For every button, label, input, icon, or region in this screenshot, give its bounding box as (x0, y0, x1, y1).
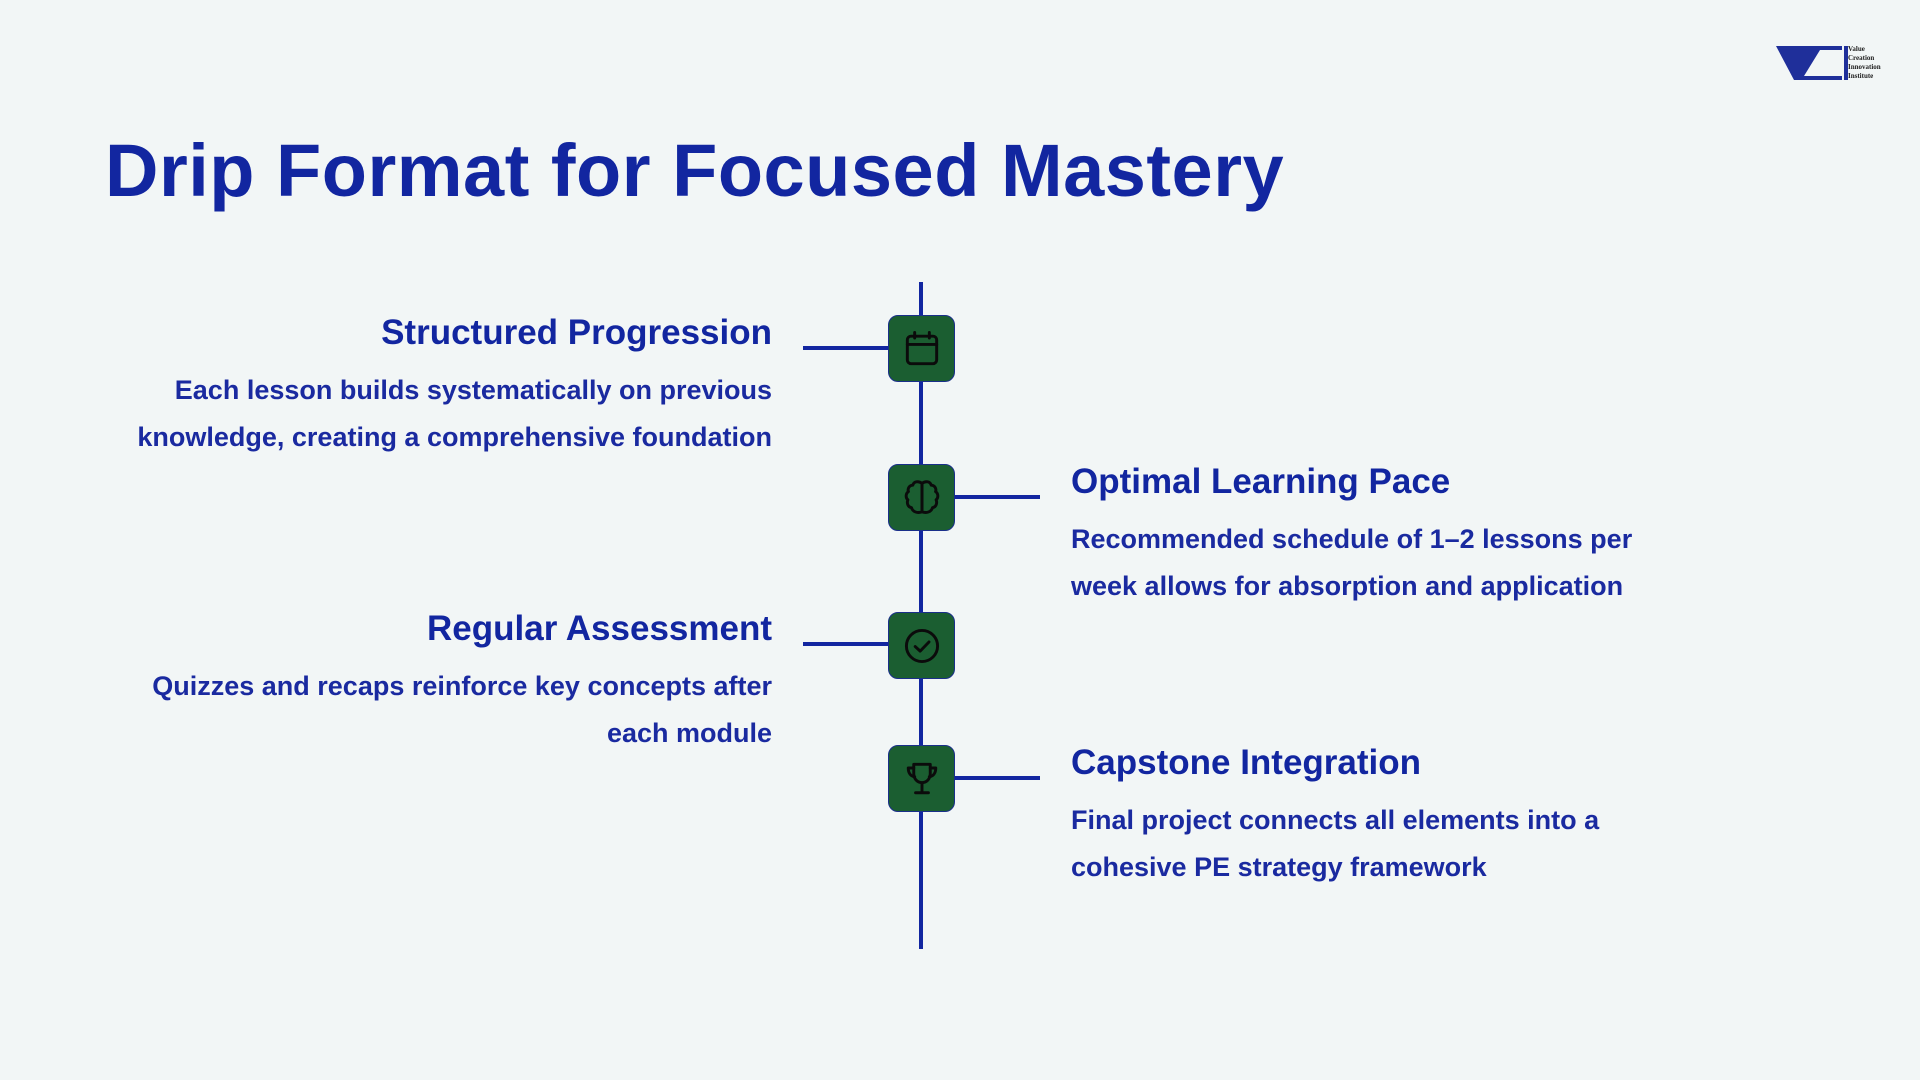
timeline-node (888, 612, 955, 679)
timeline-node (888, 315, 955, 382)
item-description: Final project connects all elements into… (1071, 805, 1600, 882)
logo-mark (1776, 46, 1848, 80)
logo-line: Value (1848, 45, 1865, 53)
item-description: Recommended schedule of 1–2 lessons per … (1071, 524, 1633, 601)
item-heading: Regular Assessment (427, 609, 772, 648)
connector-line (953, 776, 1040, 780)
connector-line (803, 642, 889, 646)
brain-icon (904, 479, 939, 514)
item-heading: Capstone Integration (1071, 743, 1422, 782)
logo-line: Institute (1848, 72, 1874, 80)
connector-line (803, 346, 889, 350)
timeline-item: Regular Assessment Quizzes and recaps re… (92, 607, 772, 757)
logo-text: Value Creation Innovation Institute (1848, 45, 1881, 81)
logo-line: Creation (1848, 54, 1875, 62)
timeline-item: Optimal Learning Pace Recommended schedu… (1071, 460, 1751, 610)
item-heading: Optimal Learning Pace (1071, 462, 1451, 501)
logo-line: Innovation (1848, 63, 1881, 71)
trophy-icon (906, 762, 937, 794)
item-heading: Structured Progression (381, 313, 772, 352)
calendar-icon (905, 330, 938, 365)
timeline-item: Structured Progression Each lesson build… (92, 311, 772, 461)
timeline-item: Capstone Integration Final project conne… (1071, 741, 1751, 891)
timeline-node (888, 464, 955, 531)
check-circle-icon (904, 628, 939, 663)
connector-line (953, 495, 1040, 499)
item-description: Each lesson builds systematically on pre… (137, 375, 772, 452)
timeline-node (888, 745, 955, 812)
page-title: Drip Format for Focused Mastery (105, 129, 1285, 212)
item-description: Quizzes and recaps reinforce key concept… (152, 671, 772, 748)
